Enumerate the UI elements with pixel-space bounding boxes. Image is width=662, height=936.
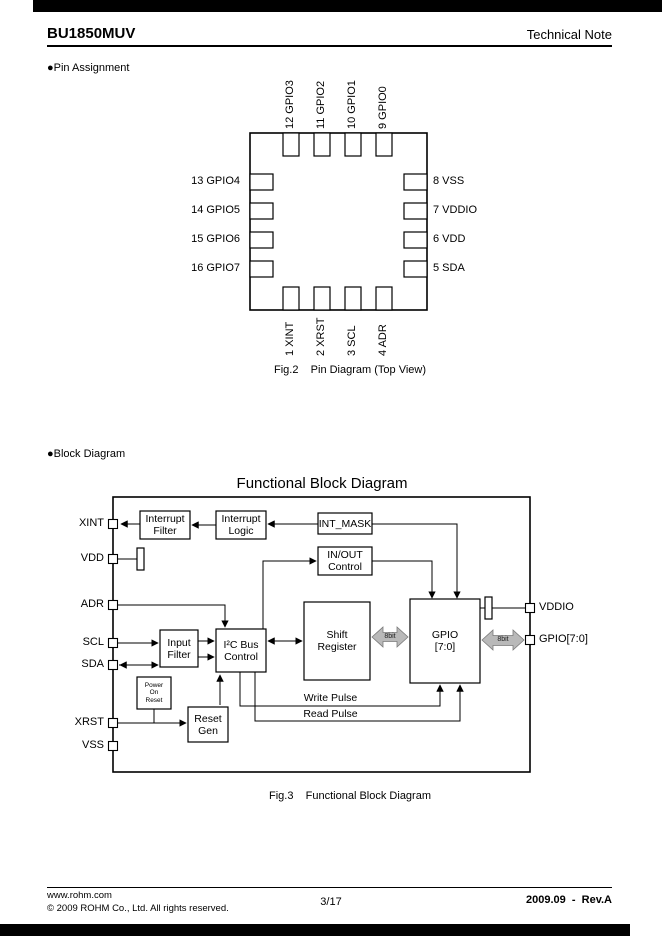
reset-gen-label: Reset Gen [194,712,222,737]
bd-pin-gpio70: GPIO[7:0] [539,633,588,645]
footer-copyright: © 2009 ROHM Co., Ltd. All rights reserve… [47,903,229,914]
vdd-cell [136,547,145,571]
int-mask-box [317,512,373,535]
bd-pin-sda: SDA [81,658,104,670]
part-number: BU1850MUV [47,25,136,42]
fig3-caption: Fig.3 Functional Block Diagram [268,790,431,802]
pin-label-4-adr: 4 ADR [377,324,389,356]
i2c-bus-control-box [215,628,267,673]
signal-lines [117,520,525,727]
gpio-box [409,598,481,684]
interrupt-logic-box [215,510,267,540]
i2c-bus-control-label: I²C Bus Control [223,638,259,663]
pin-label-9-gpio0: 9 GPIO0 [377,86,389,129]
pin-label-14-gpio5: 14 GPIO5 [191,204,240,216]
bd-pin-xrst: XRST [74,716,104,728]
pin-label-13-gpio4: 13 GPIO4 [191,175,240,187]
power-on-reset-box [136,676,172,710]
block-diagram-title: Functional Block Diagram [236,475,408,492]
bd-pin-adr: ADR [80,598,104,610]
doc-type-title: Technical Note [526,27,612,42]
bd-pin-xint: XINT [78,517,104,529]
bus-width-label-2: 8bit [497,636,509,643]
interrupt-filter-label: Interrupt Filter [145,513,185,537]
fig2-caption: Fig.2 Pin Diagram (Top View) [273,364,427,376]
pin-label-6-vdd: 6 VDD [433,233,466,245]
footer-page-number: 3/17 [320,896,342,908]
power-on-reset-label: Power On Reset [144,681,164,704]
package-pins [249,132,428,311]
page-edge-bar-bottom [0,924,630,936]
bus-arrow-gpio-pin [481,629,525,651]
pin-diagram-package [249,132,428,311]
footer-revision: 2009.09 - Rev.A [525,894,612,906]
page-edge-bar-top [33,0,662,12]
pin-label-5-sda: 5 SDA [433,262,465,274]
reset-gen-box [187,706,229,743]
footer-website: www.rohm.com [47,890,112,901]
write-pulse-label: Write Pulse [303,692,358,704]
int-mask-label: INT_MASK [318,517,372,530]
io-pin-squares [107,518,536,752]
pin-label-16-gpio7: 16 GPIO7 [191,262,240,274]
bus-arrow-shift-gpio [371,626,409,648]
pin-assignment-section-title: ●Pin Assignment [47,62,130,74]
read-pulse-label: Read Pulse [303,708,358,720]
pin-label-1-xint: 1 XINT [284,321,296,356]
bd-pin-vddio: VDDIO [539,601,574,613]
footer-rule [47,887,612,888]
shift-register-box [303,601,371,681]
pin-label-8-vss: 8 VSS [433,175,465,187]
gpio-label: GPIO [7:0] [431,629,459,653]
bd-pin-scl: SCL [82,636,104,648]
bd-pin-vss: VSS [81,739,104,751]
pin-label-7-vddio: 7 VDDIO [433,204,478,216]
bd-pin-vdd: VDD [80,552,104,564]
vddio-cell [484,596,493,620]
inout-control-label: IN/OUT Control [327,549,363,573]
input-filter-box [159,629,199,668]
shift-register-label: Shift Register [317,629,357,653]
header-rule [47,45,612,47]
bus-width-label-1: 8bit [384,633,396,640]
pin-label-12-gpio3: 12 GPIO3 [284,80,296,129]
pin-label-2-xrst: 2 XRST [315,317,327,356]
inout-control-box [317,546,373,576]
interrupt-filter-box [139,510,191,540]
pin-label-3-scl: 3 SCL [346,325,358,356]
interrupt-logic-label: Interrupt Logic [221,513,261,537]
pin-label-15-gpio6: 15 GPIO6 [191,233,240,245]
function-blocks [136,510,493,743]
input-filter-label: Input Filter [167,636,191,661]
pin-label-10-gpio1: 10 GPIO1 [346,80,358,129]
pin-label-11-gpio2: 11 GPIO2 [315,80,327,129]
block-diagram-section-title: ●Block Diagram [47,448,126,460]
